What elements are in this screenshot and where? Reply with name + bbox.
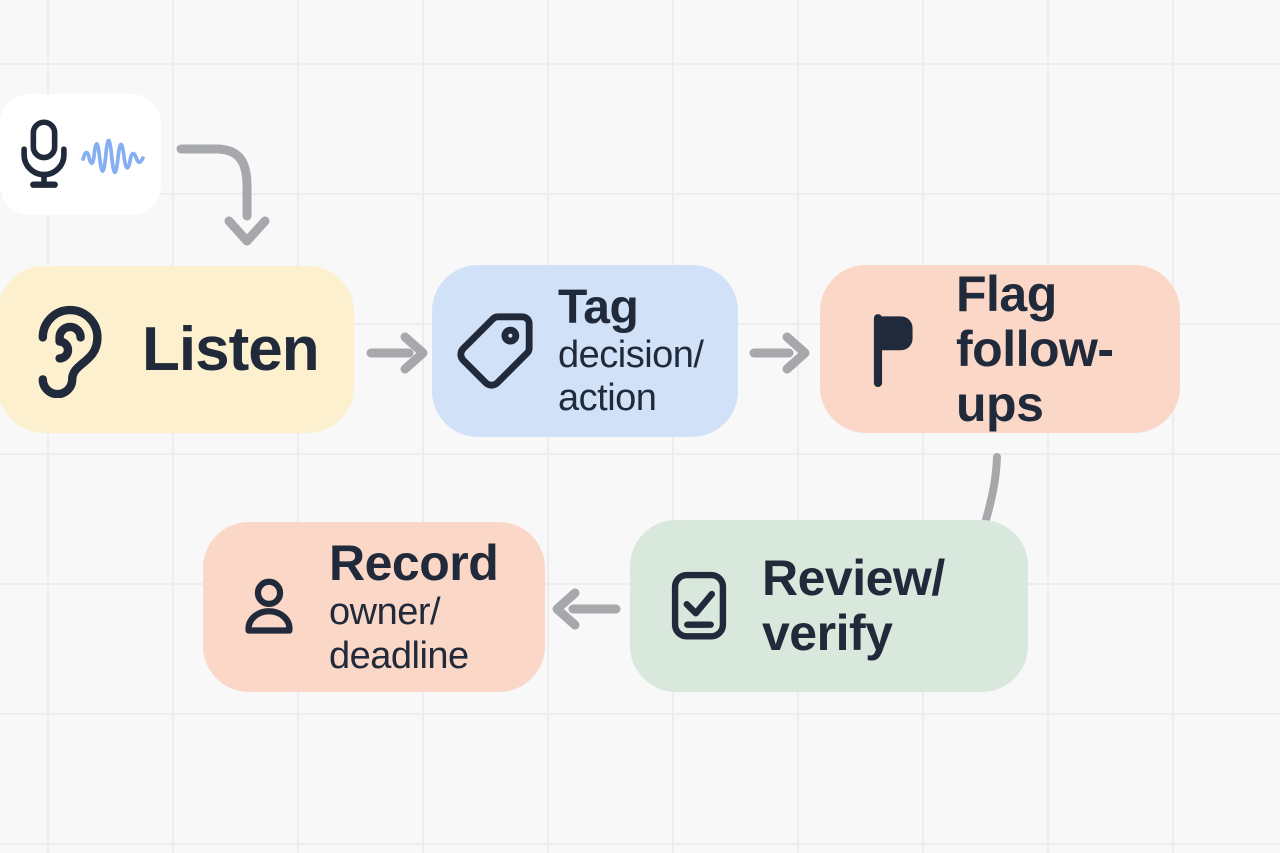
node-tag-subtitle-line: action <box>558 376 657 419</box>
audio-waveform-icon <box>80 138 145 174</box>
node-tag: Tag decision/ action <box>432 265 738 437</box>
ear-icon <box>38 305 102 398</box>
node-listen-title: Listen <box>142 314 320 384</box>
tag-icon <box>457 313 533 389</box>
connector-flag-to-review <box>982 453 1001 524</box>
node-flag-title-line: follow-ups <box>956 320 1114 432</box>
arrow-chip-to-listen <box>176 144 270 246</box>
node-tag-subtitle-line: decision/ <box>558 333 704 376</box>
node-record-subtitle-line: deadline <box>329 634 469 677</box>
microphone-icon <box>20 118 67 188</box>
node-record-title: Record <box>329 535 499 592</box>
node-record-subtitle-line: owner/ <box>329 591 441 634</box>
arrow-listen-to-tag <box>366 332 428 374</box>
node-tag-title: Tag <box>558 280 639 334</box>
arrow-review-to-record <box>552 588 621 630</box>
node-review-title-line: verify <box>762 605 893 661</box>
arrow-tag-to-flag <box>749 332 810 374</box>
flag-icon <box>873 314 913 388</box>
node-review: Review/ verify <box>630 520 1028 692</box>
node-listen: Listen <box>0 266 354 433</box>
node-flag: Flag follow-ups <box>820 265 1180 433</box>
checkbox-icon <box>671 571 727 640</box>
node-record: Record owner/ deadline <box>203 522 545 692</box>
audio-source-chip <box>0 94 161 215</box>
node-review-title-line: Review/ <box>762 550 945 606</box>
node-flag-title-line: Flag <box>956 265 1057 322</box>
person-icon <box>245 578 293 634</box>
